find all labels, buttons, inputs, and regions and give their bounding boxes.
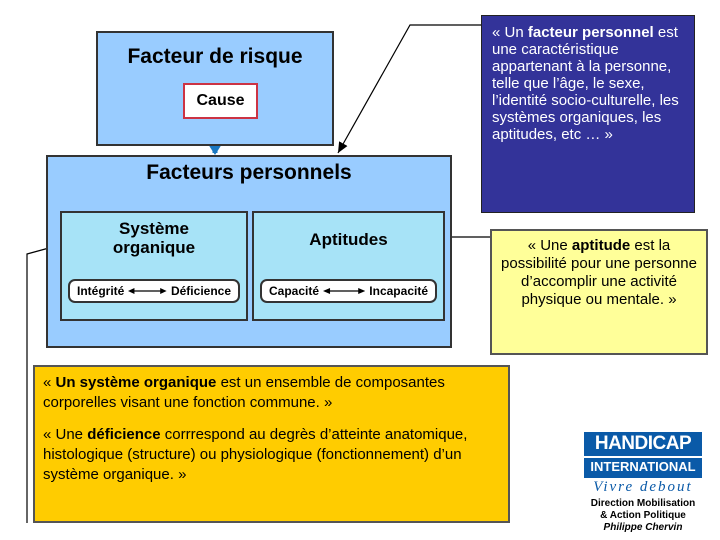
incapacity-label: Incapacité xyxy=(369,284,428,298)
handicap-international-logo: HANDICAP INTERNATIONAL xyxy=(584,432,702,478)
integrity-deficiency-pill: Intégrité Déficience xyxy=(68,279,240,303)
callout-aptitude: « Une aptitude est la possibilité pour u… xyxy=(490,229,708,355)
callout-aptitude-term: aptitude xyxy=(571,237,631,254)
callout-facteur-body: est une caractéristique appartenant à la… xyxy=(492,24,679,143)
organic-system-box: Système organique Intégrité Déficience xyxy=(60,211,248,321)
double-arrow-icon xyxy=(128,288,167,294)
logo-line1: HANDICAP xyxy=(594,433,692,454)
callout-deficience-paragraph: « Une déficience corrrespond au degrès d… xyxy=(43,425,500,485)
callout-aptitude-body: est la possibilité pour une personne d’a… xyxy=(501,237,697,308)
personal-factors-title: Facteurs personnels xyxy=(146,161,352,184)
callout-facteur-prefix: « Un xyxy=(492,24,528,41)
callout-systeme-p2-term: déficience xyxy=(87,426,161,443)
organic-system-title-line1: Système xyxy=(119,219,189,238)
risk-factor-box: Facteur de risque Cause xyxy=(96,31,334,146)
credit-line3: Philippe Chervin xyxy=(603,522,683,533)
credit-line1: Direction Mobilisation xyxy=(590,498,696,509)
risk-factor-title: Facteur de risque xyxy=(127,45,303,68)
personal-factors-box: Facteurs personnels Système organique In… xyxy=(46,155,452,348)
callout-systeme-p2-prefix: « Une xyxy=(43,426,88,443)
callout-facteur-term: facteur personnel xyxy=(527,24,654,41)
organic-system-title: Système organique xyxy=(62,219,246,257)
credit-line2: & Action Politique xyxy=(600,510,686,521)
callout-systeme-p1-body: est un ensemble de composantes corporell… xyxy=(43,374,445,411)
capacity-label: Capacité xyxy=(269,284,320,298)
callout-systeme-organique: « Un système organique est un ensemble d… xyxy=(33,365,510,523)
risk-to-personal-arrowhead xyxy=(208,144,222,155)
deficiency-label: Déficience xyxy=(170,284,231,298)
aptitudes-box: Aptitudes Capacité Incapacité xyxy=(252,211,445,321)
integrity-label: Intégrité xyxy=(77,284,125,298)
callout-facteur-personnel: « Un facteur personnel est une caractéri… xyxy=(481,15,695,213)
callout-systeme-p2-body: corrrespond au degrès d’atteinte anatomi… xyxy=(43,426,468,483)
capacity-incapacity-pill: Capacité Incapacité xyxy=(260,279,437,303)
organic-system-title-line2: organique xyxy=(112,238,196,257)
logo-slogan: Vivre debout xyxy=(593,479,693,495)
aptitudes-title: Aptitudes xyxy=(309,230,388,249)
callout-facteur-pointer xyxy=(337,24,481,154)
logo-line2: INTERNATIONAL xyxy=(584,456,702,476)
cause-box: Cause xyxy=(183,83,258,119)
callout-systeme-paragraph: « Un système organique est un ensemble d… xyxy=(43,373,500,413)
callout-aptitude-prefix: « Une xyxy=(527,237,572,254)
double-arrow-icon xyxy=(323,288,366,294)
callout-systeme-p1-term: Un système organique xyxy=(55,374,217,391)
callout-systeme-p1-prefix: « xyxy=(43,374,56,391)
